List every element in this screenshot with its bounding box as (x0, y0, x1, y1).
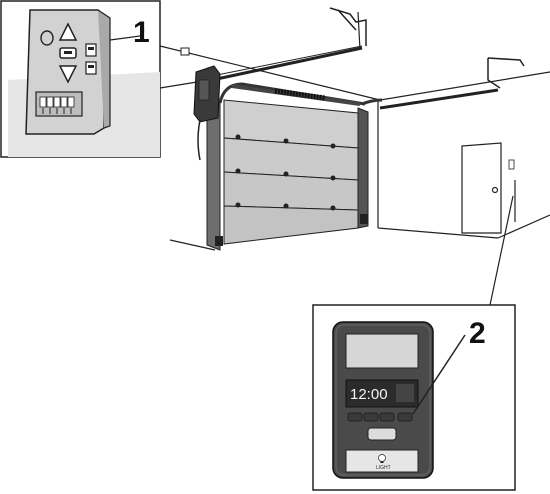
down-arrow-icon (58, 65, 78, 84)
lcd-time: 12:00 (350, 386, 388, 403)
garage-room (159, 45, 550, 251)
callout-number-1: 1 (133, 16, 150, 49)
side-door (461, 142, 515, 234)
program-button-icon (40, 30, 54, 46)
opener-rail (211, 7, 525, 110)
garage-door-opener (180, 47, 221, 161)
callout-number-2: 2 (469, 317, 486, 350)
lcd-buttons (347, 412, 413, 422)
callout-1-panel: 1 (0, 0, 198, 158)
garage-door (206, 82, 383, 251)
motion-sensor-window (345, 333, 419, 369)
up-arrow-icon (58, 22, 78, 41)
lightbulb-icon (378, 454, 386, 463)
door-control-button (367, 427, 397, 441)
callout-2-panel: 12:00 LIGHT 2 (312, 195, 516, 491)
light-label: LIGHT (376, 465, 391, 471)
